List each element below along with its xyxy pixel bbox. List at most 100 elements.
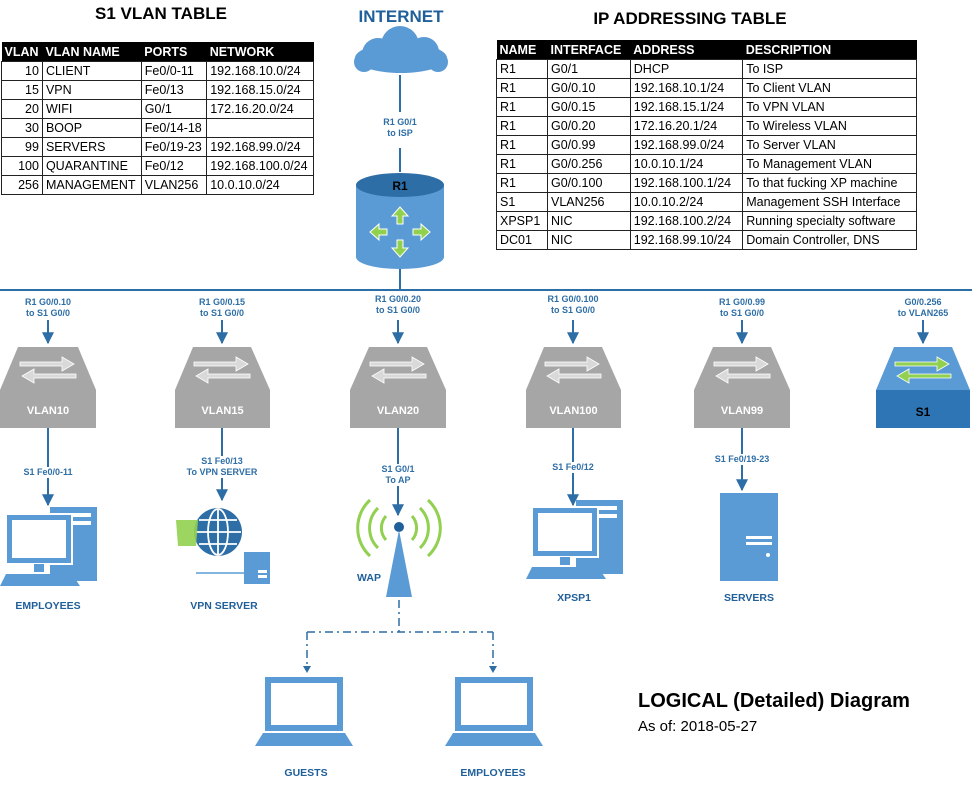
guests-laptop-icon bbox=[255, 677, 353, 746]
table-cell: 20 bbox=[1, 99, 43, 119]
link-label-line: R1 G0/0.100 bbox=[547, 294, 599, 304]
link-label-s1: G0/0.256 to VLAN265 bbox=[876, 297, 970, 319]
port-label-employees: S1 Fe0/0-11 bbox=[0, 467, 96, 478]
link-label-vlan99: R1 G0/0.99 to S1 G0/0 bbox=[694, 297, 790, 319]
router-label: R1 bbox=[392, 179, 408, 193]
internet-label: INTERNET bbox=[358, 7, 444, 26]
xpsp1-pc-icon bbox=[526, 500, 623, 579]
link-label-line: to S1 G0/0 bbox=[199, 308, 244, 318]
table-cell: Fe0/14-18 bbox=[140, 118, 208, 138]
diagram-title: LOGICAL (Detailed) Diagram bbox=[638, 690, 910, 712]
column-header: DESCRIPTION bbox=[742, 40, 917, 60]
table-cell: 30 bbox=[1, 118, 43, 138]
port-label-servers: S1 Fe0/19-23 bbox=[700, 454, 784, 465]
table-cell: SERVERS bbox=[41, 137, 142, 157]
port-label-line: S1 Fe0/19-23 bbox=[714, 454, 770, 464]
table-cell: CLIENT bbox=[41, 61, 142, 81]
link-label-line: to S1 G0/0 bbox=[25, 308, 70, 318]
port-label-wap: S1 G0/1 To AP bbox=[360, 464, 436, 486]
link-label-vlan100: R1 G0/0.100 to S1 G0/0 bbox=[520, 294, 626, 316]
table-cell: 192.168.100.2/24 bbox=[629, 211, 744, 231]
table-cell: Fe0/19-23 bbox=[140, 137, 208, 157]
column-header: VLAN bbox=[1, 42, 43, 62]
table-cell: DC01 bbox=[496, 230, 548, 250]
link-label-vlan20: R1 G0/0.20 to S1 G0/0 bbox=[350, 294, 446, 316]
switch-label-vlan10: VLAN10 bbox=[26, 405, 70, 417]
column-header: VLAN NAME bbox=[42, 42, 142, 62]
caption-servers: SERVERS bbox=[724, 592, 774, 604]
table-cell: Fe0/0-11 bbox=[140, 61, 208, 81]
table-cell: BOOP bbox=[41, 118, 142, 138]
column-header: INTERFACE bbox=[547, 40, 631, 60]
table-cell: G0/1 bbox=[546, 59, 631, 79]
table-cell: QUARANTINE bbox=[41, 156, 142, 176]
switch-vlan99-icon bbox=[694, 347, 790, 428]
caption-vpn-server: VPN SERVER bbox=[190, 600, 258, 612]
router-r1-icon bbox=[356, 173, 444, 269]
switch-vlan10-icon bbox=[0, 347, 96, 428]
table-cell: G0/1 bbox=[140, 99, 208, 119]
employees-pc-icon bbox=[0, 507, 97, 586]
vpn-server-icon bbox=[176, 508, 270, 584]
port-label-vpn: S1 Fe0/13 To VPN SERVER bbox=[167, 456, 277, 478]
column-header: NETWORK bbox=[206, 42, 314, 62]
link-label-line: R1 G0/0.20 bbox=[374, 294, 422, 304]
table-cell: VPN bbox=[41, 80, 142, 100]
wap-icon bbox=[356, 498, 442, 597]
switch-label-vlan99: VLAN99 bbox=[720, 405, 764, 417]
link-label-line: R1 G0/0.15 bbox=[198, 297, 246, 307]
link-label-line: R1 G0/0.10 bbox=[24, 297, 72, 307]
internet-link-line2: to ISP bbox=[387, 128, 413, 138]
port-label-xpsp1: S1 Fe0/12 bbox=[535, 462, 611, 473]
table-cell: To Client VLAN bbox=[742, 78, 917, 98]
diagram-date: As of: 2018-05-27 bbox=[638, 718, 758, 735]
caption-wap: WAP bbox=[357, 572, 381, 584]
employees-laptop-icon bbox=[445, 677, 543, 746]
port-label-line: S1 Fe0/12 bbox=[552, 462, 594, 472]
switch-label-vlan15: VLAN15 bbox=[201, 405, 244, 417]
table-cell: 192.168.15.0/24 bbox=[206, 80, 314, 100]
switch-label-s1: S1 bbox=[915, 405, 931, 419]
link-label-line: to S1 G0/0 bbox=[375, 305, 420, 315]
link-label-line: to S1 G0/0 bbox=[550, 305, 595, 315]
column-header: PORTS bbox=[141, 42, 207, 62]
link-label-vlan10: R1 G0/0.10 to S1 G0/0 bbox=[0, 297, 96, 319]
internet-link-line1: R1 G0/1 bbox=[383, 117, 417, 127]
ip-table-title: IP ADDRESSING TABLE bbox=[593, 9, 787, 28]
link-label-vlan15: R1 G0/0.15 to S1 G0/0 bbox=[174, 297, 270, 319]
table-cell: Fe0/13 bbox=[140, 80, 208, 100]
table-cell: 256 bbox=[1, 175, 43, 195]
port-label-line: S1 Fe0/0-11 bbox=[23, 467, 73, 477]
link-label-line: R1 G0/0.99 bbox=[718, 297, 766, 307]
port-label-line: To VPN SERVER bbox=[186, 467, 258, 477]
caption-employees: EMPLOYEES bbox=[15, 600, 81, 612]
switch-vlan100-icon bbox=[526, 347, 621, 428]
link-label-line: to VLAN265 bbox=[897, 308, 949, 318]
table-cell: To Server VLAN bbox=[742, 135, 917, 155]
table-cell: G0/0.10 bbox=[546, 78, 631, 98]
table-cell: 10.0.10.0/24 bbox=[206, 175, 314, 195]
switch-label-vlan20: VLAN20 bbox=[376, 405, 420, 417]
table-cell: To Management VLAN bbox=[742, 154, 917, 174]
table-cell: 192.168.99.10/24 bbox=[629, 230, 744, 250]
port-label-line: S1 G0/1 bbox=[381, 464, 415, 474]
caption-guests: GUESTS bbox=[284, 767, 328, 779]
table-cell: 10.0.10.2/24 bbox=[629, 192, 744, 212]
table-cell: NIC bbox=[546, 230, 631, 250]
switch-vlan15-icon bbox=[175, 347, 270, 428]
